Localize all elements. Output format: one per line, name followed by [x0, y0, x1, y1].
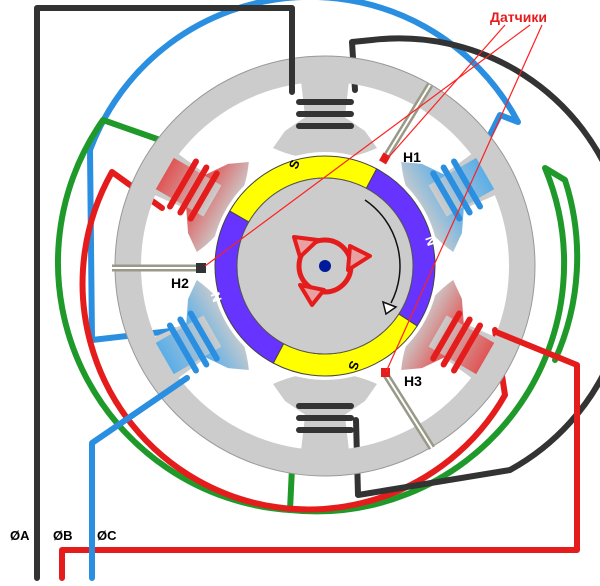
stator-pole-lower-right: [401, 279, 498, 380]
sensor-h1: [379, 83, 433, 165]
wire-phase-c: [89, 375, 190, 581]
coil-winding: [187, 170, 220, 222]
sensor-label-h1: H1: [403, 149, 421, 165]
coil-winding: [430, 310, 463, 362]
wire-b-inner-arc: [79, 169, 508, 513]
coil-winding: [177, 316, 210, 368]
phase-label-b: ØB: [53, 528, 73, 543]
sensor-label-h3: H3: [404, 373, 422, 389]
coil-winding: [166, 322, 199, 374]
phase-label-a: ØA: [10, 528, 30, 543]
pole-body: [428, 157, 495, 217]
pole-body: [155, 315, 222, 375]
stator-pole-top: [273, 81, 377, 160]
coil-winding: [166, 158, 199, 210]
stator-pole-lower-left: [152, 279, 249, 380]
coil-winding: [451, 158, 484, 210]
stator-poles: [152, 81, 498, 451]
pole-body: [307, 396, 343, 451]
coil-winding: [451, 322, 484, 374]
wire-phase-b: [59, 329, 580, 581]
rotation-arrowhead: [381, 300, 398, 316]
pole-body: [428, 315, 495, 375]
sensor-callout-lines: [204, 24, 543, 373]
stator-pole-bottom: [273, 372, 377, 451]
wire-phase-a: [34, 5, 295, 581]
coil-winding: [177, 164, 210, 216]
rotation-arrow: [364, 199, 401, 304]
stator-pole-upper-right: [401, 152, 498, 253]
sensor-h3: [381, 368, 435, 450]
sensor-label-h2: H2: [171, 275, 189, 291]
wire-c-outer-arc: [87, 0, 521, 343]
sensor-h2: [112, 263, 206, 273]
coil-winding: [430, 170, 463, 222]
wire-a-outer-arc: [349, 35, 600, 498]
phase-label-c: ØC: [97, 528, 117, 543]
coil-winding: [187, 310, 220, 362]
pole-body: [155, 157, 222, 217]
rotor-shaft: [292, 235, 372, 307]
coil-winding: [440, 164, 473, 216]
stator-pole-upper-left: [152, 152, 249, 253]
sensors-title: Датчики: [490, 9, 547, 25]
wire-green-arc: [54, 117, 581, 515]
coil-winding: [440, 316, 473, 368]
pole-body: [307, 81, 343, 136]
